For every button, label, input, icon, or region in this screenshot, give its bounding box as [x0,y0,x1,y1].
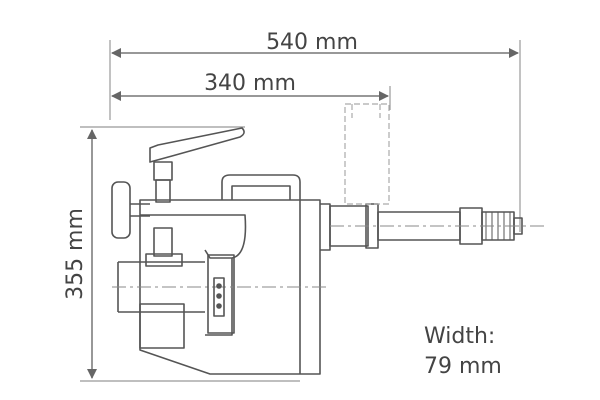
upright-motor-body [344,103,390,205]
side-wheel [111,181,131,239]
width-label: Width: [424,324,496,349]
upright-motor [344,103,390,205]
gauge-dot [216,283,222,289]
width-note: Width: 79 mm [424,322,502,382]
lower-block [139,303,185,349]
dimension-355: 355 mm [63,126,300,382]
width-value: 79 mm [424,354,502,379]
jaw-inner [205,258,233,336]
pipe [118,261,205,313]
carry-handle [221,174,301,200]
clamp-jaw [140,214,247,259]
clamp-pad [145,253,183,267]
dimension-540: 540 mm [109,30,521,232]
main-body [139,199,321,375]
screw-column [153,227,173,257]
gauge-window [213,277,225,317]
lever-hub [153,161,173,181]
dimension-label-340: 340 mm [204,71,296,96]
lever-stem [155,179,171,203]
gauge-dot [216,303,222,309]
gauge-strip [207,254,235,334]
spindle-flange [320,203,331,251]
dimension-label-540: 540 mm [266,30,358,55]
machine [111,103,545,375]
dimension-label-355: 355 mm [63,208,88,300]
lever-handle [149,127,245,163]
dimension-340: 340 mm [111,71,391,110]
carry-handle-inner [231,185,291,200]
gauge-dot [216,293,222,299]
